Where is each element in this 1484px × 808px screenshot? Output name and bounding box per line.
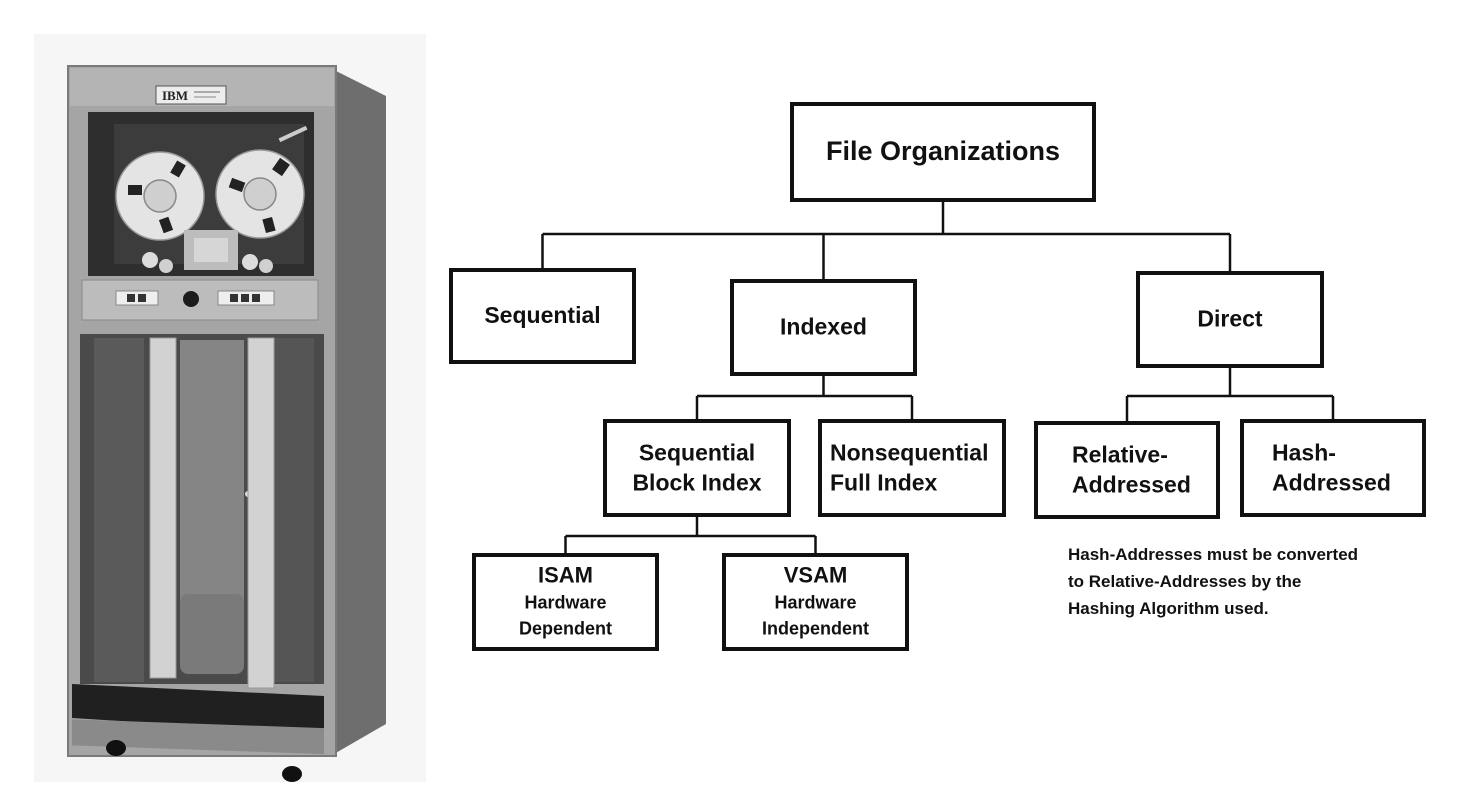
node-box-direct [1136, 271, 1324, 368]
node-box-vsam [722, 553, 909, 651]
tape-reel-right [215, 149, 305, 239]
node-box-file-organizations [790, 102, 1096, 202]
node-box-indexed [730, 279, 917, 376]
ibm-label: IBM [155, 85, 227, 105]
node-label-sequential-block-index-line-2: Block Index [632, 470, 761, 496]
caster-right [282, 766, 302, 782]
ibm-tape-drive-photo: IBM [34, 34, 426, 782]
node-label-vsam-line-1: VSAM [784, 563, 848, 588]
cabinet-base [72, 719, 324, 755]
ibm-label-text: IBM [162, 88, 188, 103]
caster-left [106, 740, 126, 756]
node-label-sequential-block-index-line-1: Sequential [639, 440, 755, 466]
node-label-isam-line-2: Hardware [524, 593, 606, 613]
node-label-hash-addressed-line-2: Addressed [1272, 470, 1391, 496]
hash-note-line-3: Hashing Algorithm used. [1068, 599, 1269, 618]
node-box-sequential-block-index [603, 419, 791, 517]
node-hash-addressed: Hash- Addressed [1240, 419, 1426, 517]
node-label-direct-line-1: Direct [1197, 306, 1263, 332]
connectors [541, 200, 1335, 555]
tape-reel-left [115, 151, 205, 241]
node-label-hash-addressed-line-1: Hash- [1272, 440, 1336, 466]
node-label-sequential-line-1: Sequential [484, 302, 600, 328]
hash-note-line-1: Hash-Addresses must be converted [1068, 545, 1358, 564]
node-label-nonsequential-full-index-line-1: Nonsequential [830, 440, 988, 466]
node-label-relative-addressed-line-1: Relative- [1072, 442, 1168, 468]
control-knob [183, 291, 199, 307]
node-indexed: Indexed [730, 279, 917, 376]
vacuum-column-right [247, 337, 275, 689]
node-label-isam-line-1: ISAM [538, 563, 593, 588]
node-box-hash-addressed [1240, 419, 1426, 517]
tape-head-assembly [142, 230, 273, 273]
node-label-vsam-line-2: Hardware [774, 593, 856, 613]
node-sequential: Sequential [449, 268, 636, 364]
node-label-indexed-line-1: Indexed [780, 314, 867, 340]
node-direct: Direct [1136, 271, 1324, 368]
cabinet-side-panel [334, 70, 386, 754]
node-label-vsam-line-3: Independent [762, 619, 869, 639]
vacuum-column-left [149, 337, 177, 679]
node-label-isam-line-3: Dependent [519, 619, 612, 639]
node-box-sequential [449, 268, 636, 364]
node-box-isam [472, 553, 659, 651]
hash-note: Hash-Addresses must be converted to Rela… [1068, 545, 1358, 618]
node-label-relative-addressed-line-2: Addressed [1072, 472, 1191, 498]
node-file-organizations: File Organizations [790, 102, 1096, 202]
node-label-file-organizations-line-1: File Organizations [826, 136, 1060, 166]
node-box-nonsequential-full-index [818, 419, 1006, 517]
node-box-relative-addressed [1034, 421, 1220, 519]
hash-note-line-2: to Relative-Addresses by the [1068, 572, 1301, 591]
node-label-nonsequential-full-index-line-2: Full Index [830, 470, 938, 496]
node-relative-addressed: Relative- Addressed [1034, 421, 1220, 519]
